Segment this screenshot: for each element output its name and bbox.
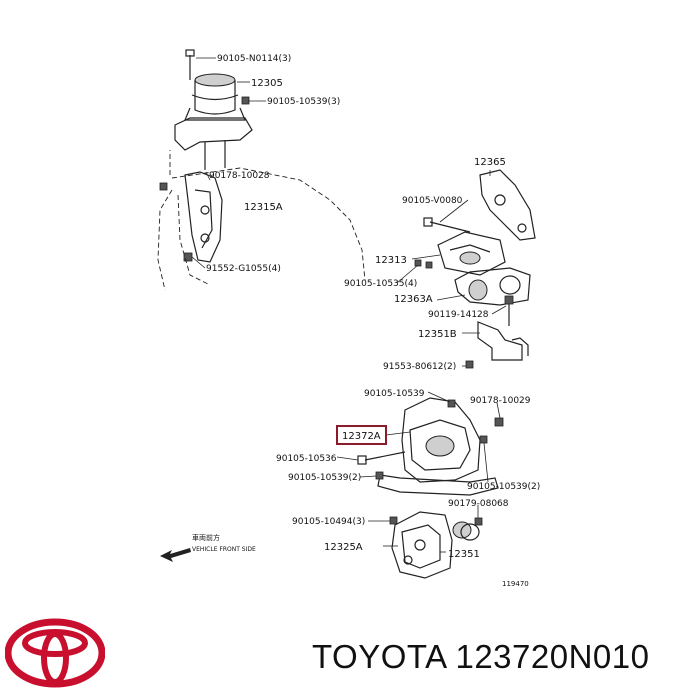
label-p21: 90179-08068 (448, 499, 509, 509)
figure-code: 119470 (502, 580, 529, 588)
brand-part-number: TOYOTA 123720N010 (312, 638, 650, 675)
label-p19: 90105-10539(2) (288, 473, 361, 483)
label-p15: 90105-10539 (364, 389, 425, 399)
label-p1: 90105-N0114(3) (217, 54, 291, 64)
label-p5: 12315A (244, 202, 283, 213)
label-p18: 90105-10536 (276, 454, 337, 464)
label-p9: 12313 (375, 255, 407, 266)
label-p11: 12363A (394, 294, 433, 305)
label-p23: 12325A (324, 542, 363, 553)
label-p13: 12351B (418, 329, 457, 340)
highlight-box (336, 425, 387, 445)
mount-bottom (389, 511, 483, 579)
label-p14: 91553-80612(2) (383, 362, 456, 372)
toyota-logo-icon (5, 618, 105, 688)
engine-mount-upper (157, 49, 366, 291)
label-p20: 90105-10539(2) (467, 482, 540, 492)
label-p7: 12365 (474, 157, 506, 168)
label-p24: 12351 (448, 549, 480, 560)
direction-label-en: VEHICLE FRONT SIDE (192, 546, 256, 553)
leader-lines (191, 57, 507, 553)
mount-right (414, 169, 536, 369)
label-p3: 90105-10539(3) (267, 97, 340, 107)
direction-label-jp: 車両前方 (192, 533, 220, 542)
vehicle-front-indicator: 車両前方 VEHICLE FRONT SIDE (160, 533, 256, 562)
label-p22: 90105-10494(3) (292, 517, 365, 527)
label-p17: 12372A (342, 431, 381, 442)
mount-lower (357, 397, 504, 496)
arrow-left-icon (160, 548, 191, 562)
label-p4: 90178-10028 (209, 171, 270, 181)
label-p16: 90178-10029 (470, 396, 531, 406)
label-p2: 12305 (251, 78, 283, 89)
label-p8: 90105-V0080 (402, 196, 463, 206)
label-p6: 91552-G1055(4) (206, 264, 281, 274)
label-p10: 90105-10535(4) (344, 279, 417, 289)
label-p12: 90119-14128 (428, 310, 489, 320)
part-labels: 90105-N0114(3) 12305 90105-10539(3) 9017… (206, 54, 540, 560)
